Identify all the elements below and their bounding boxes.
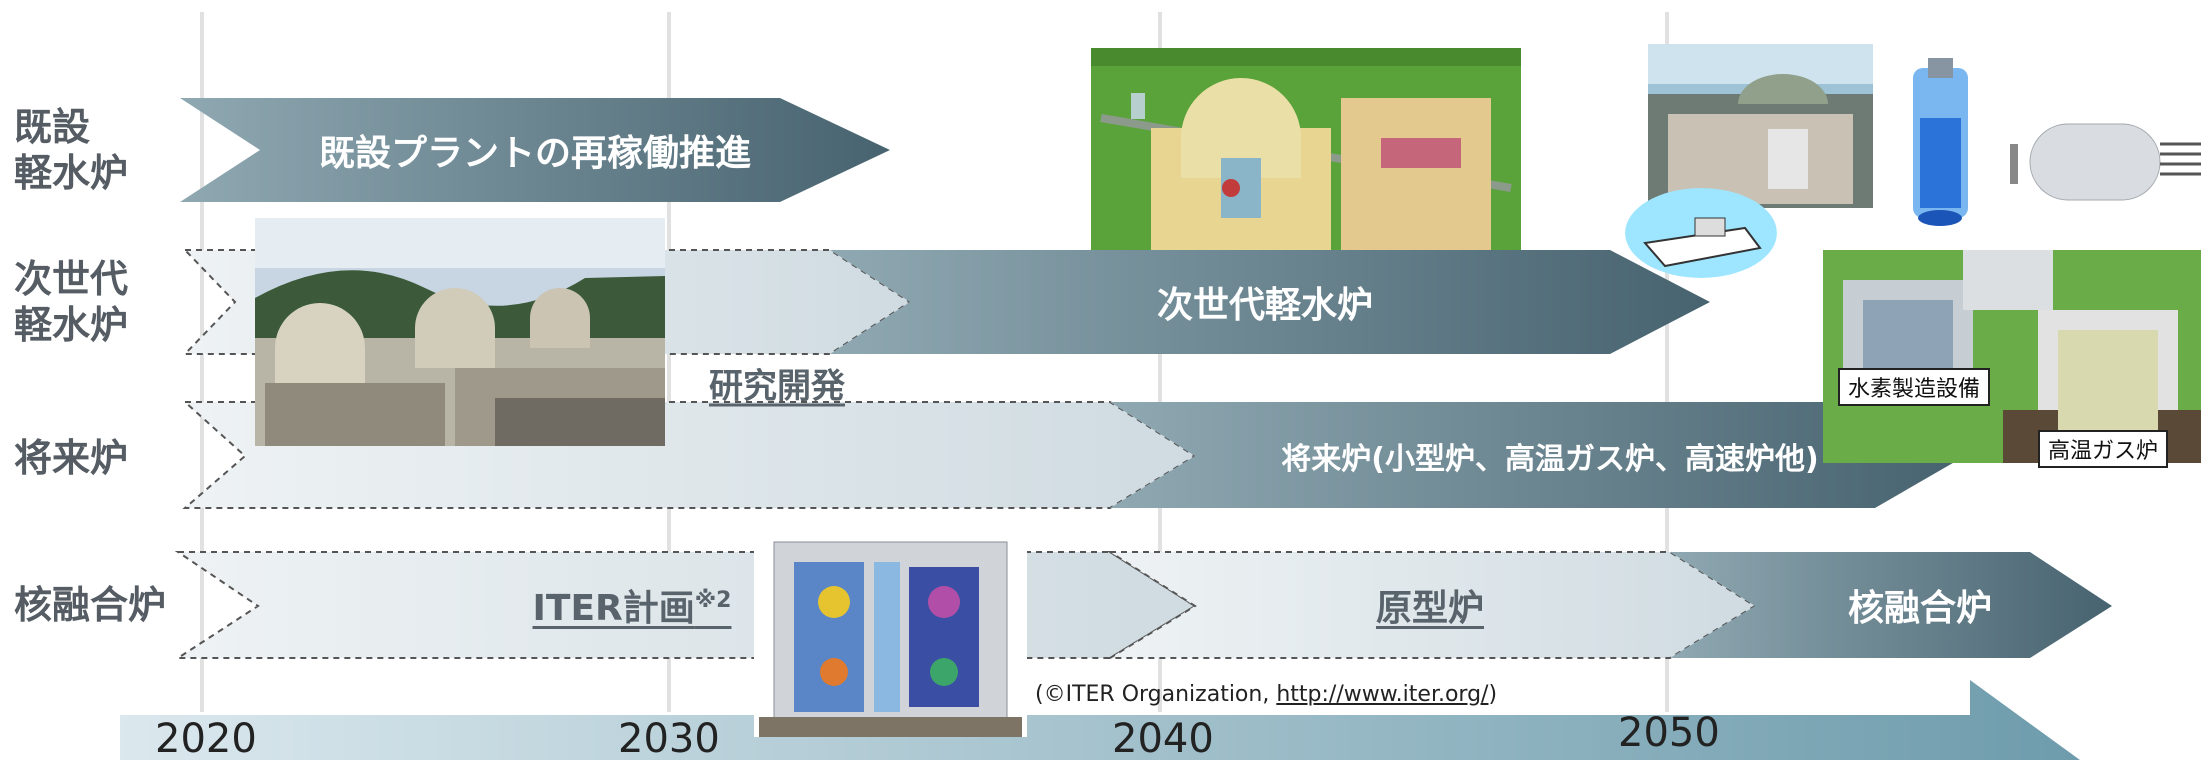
iter-plan-text: ITER計画 xyxy=(532,588,695,629)
iter-website-link[interactable]: http://www.iter.org/ xyxy=(1276,682,1489,707)
year-2020: 2020 xyxy=(155,716,257,762)
iter-credit: (©ITER Organization, http://www.iter.org… xyxy=(1035,682,1497,707)
hydrogen-facility-label: 水素製造設備 xyxy=(1838,368,1991,406)
htgr-facility-render xyxy=(1823,250,2201,463)
fusion-reactor-label: 核融合炉 xyxy=(1847,588,1993,629)
iter-footnote-mark: ※2 xyxy=(694,588,732,613)
reactor-core-image xyxy=(1913,58,1968,226)
existing-restart-label: 既設プラントの再稼働推進 xyxy=(318,133,752,174)
ship-image xyxy=(1625,188,1777,278)
iter-plan-label: ITER計画※2 xyxy=(533,579,732,631)
year-2050: 2050 xyxy=(1618,710,1720,756)
prototype-reactor-label: 原型炉 xyxy=(1375,588,1485,629)
reactor-capsule-image xyxy=(2010,114,2201,210)
year-2040: 2040 xyxy=(1112,716,1214,762)
nextgen-lwr-arrow xyxy=(830,250,1710,354)
timeline-arrow xyxy=(120,680,2080,760)
capsule-image xyxy=(2010,123,2201,201)
marine-reactor-ship xyxy=(1625,188,1777,278)
future-reactors-label: 将来炉(小型炉、高温ガス炉、高速炉他) xyxy=(1281,442,1819,477)
research-development-label: 研究開発 xyxy=(709,366,845,407)
nextgen-plant-image xyxy=(1091,48,1521,250)
credit-suffix: ) xyxy=(1488,682,1498,707)
nuclear-plant-image xyxy=(255,218,665,446)
gridline-2050 xyxy=(1665,12,1669,712)
existing-plant-photo xyxy=(255,218,665,446)
tokamak-image xyxy=(754,522,1027,737)
fusion-reactor-arrow xyxy=(1670,552,2112,658)
iter-tokamak-image xyxy=(754,522,1027,737)
gridline-2020 xyxy=(200,12,204,712)
gridline-2030 xyxy=(667,12,671,712)
future-reactors-arrow xyxy=(1110,402,1965,508)
year-2030: 2030 xyxy=(618,716,720,762)
gridline-2040 xyxy=(1158,12,1162,712)
row-label-nextgen: 次世代 軽水炉 xyxy=(14,257,129,347)
row-label-fusion: 核融合炉 xyxy=(14,583,167,627)
row-label-future: 将来炉 xyxy=(14,436,129,480)
nextgen-lwr-render xyxy=(1091,48,1521,250)
htgr-label: 高温ガス炉 xyxy=(2038,430,2169,468)
reactor-vessel-image xyxy=(1898,58,1983,228)
htgr-plant-image xyxy=(1823,250,2201,463)
existing-restart-arrow xyxy=(180,98,890,202)
smr-building-image xyxy=(1648,44,1873,208)
nextgen-lwr-label: 次世代軽水炉 xyxy=(1156,285,1374,326)
row-label-existing: 既設 軽水炉 xyxy=(14,105,129,195)
credit-prefix: (©ITER Organization, xyxy=(1035,682,1277,707)
smr-cross-section xyxy=(1648,44,1873,208)
